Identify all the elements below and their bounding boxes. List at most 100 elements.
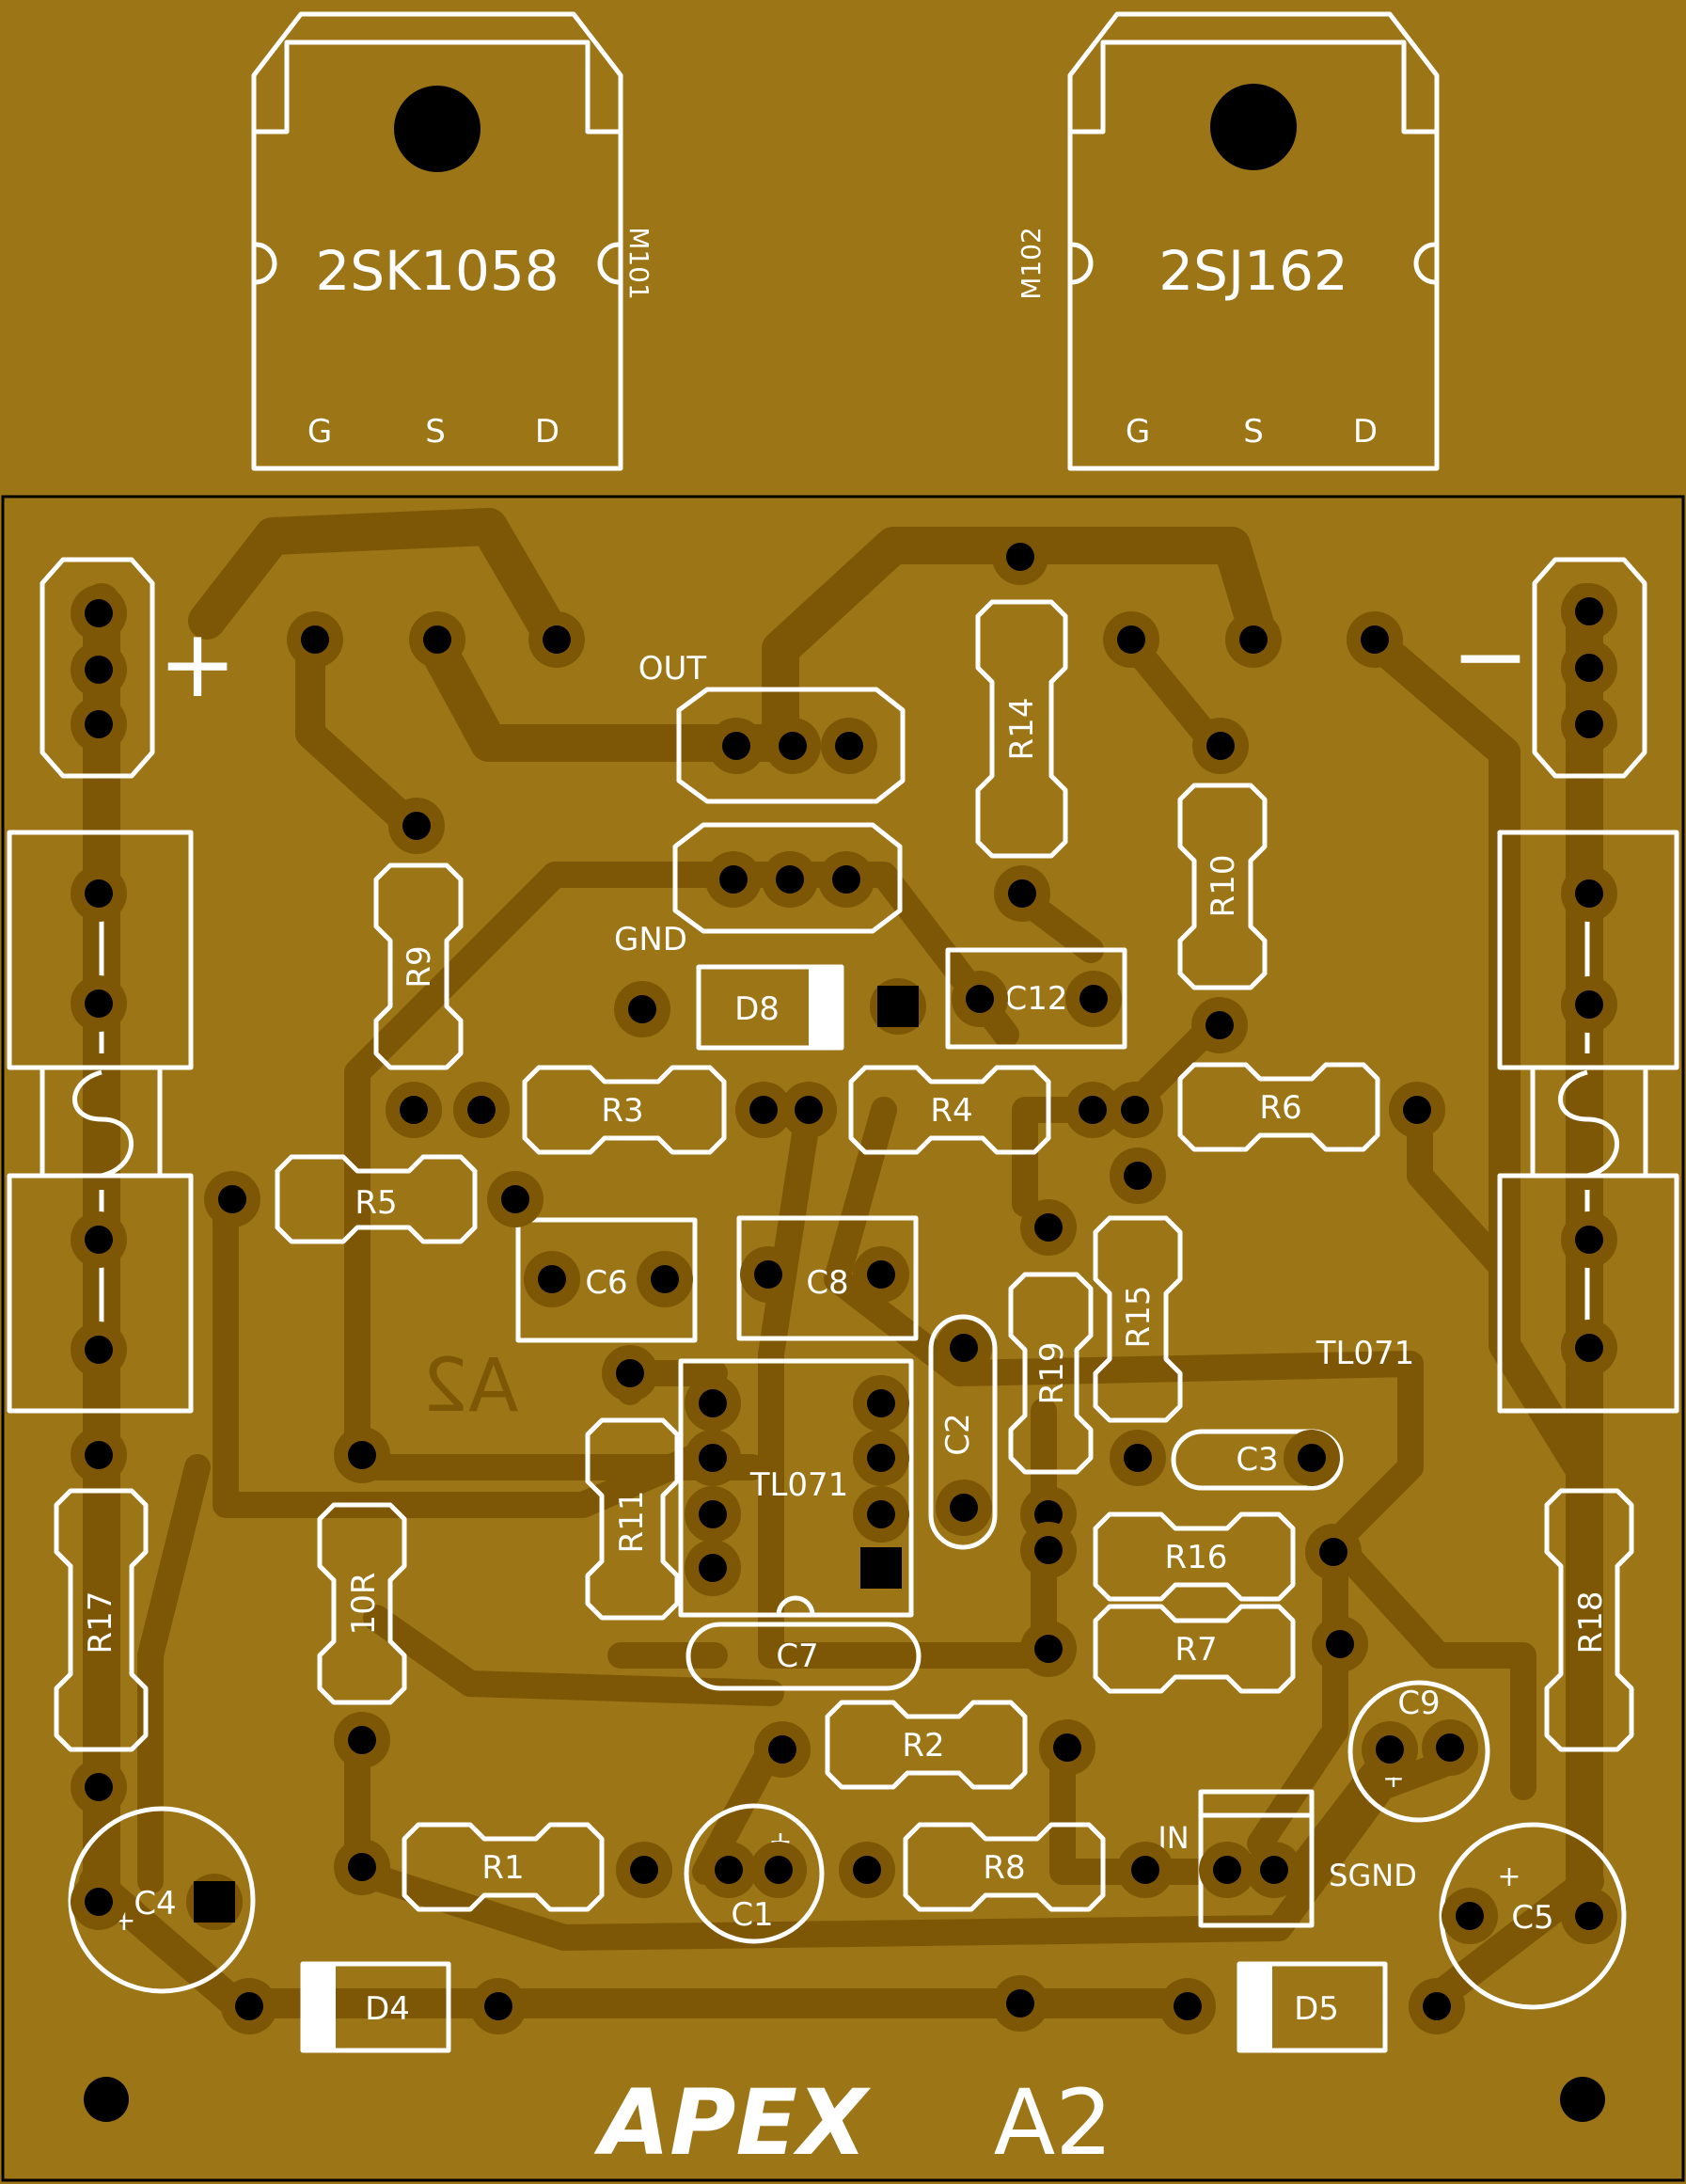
svg-text:R17: R17 — [82, 1591, 119, 1654]
drill-hole — [1206, 732, 1235, 760]
drill-hole — [1006, 1989, 1034, 2018]
resistor-r18: R18 — [1544, 1488, 1634, 1752]
drill-hole — [85, 710, 113, 738]
svg-text:R8: R8 — [983, 1849, 1025, 1887]
transistor-ref-label: M101 — [623, 227, 654, 300]
drill-hole — [719, 865, 748, 894]
pin-label-s: S — [1243, 413, 1264, 451]
drill-hole — [867, 1444, 895, 1472]
drill-hole — [543, 625, 571, 654]
brand-label: APEX — [593, 2070, 871, 2176]
resistor-r7: R7 — [1093, 1604, 1296, 1694]
pin-label-s: S — [425, 413, 446, 451]
corner-mounting-hole — [84, 2077, 129, 2122]
drill-hole — [1124, 1444, 1152, 1472]
drill-hole — [1575, 654, 1603, 682]
gnd-label: GND — [614, 921, 687, 958]
drill-hole — [1361, 625, 1389, 654]
svg-text:TL071: TL071 — [749, 1466, 849, 1504]
svg-text:R1: R1 — [481, 1849, 524, 1887]
drill-hole — [402, 812, 431, 840]
drill-hole — [85, 879, 113, 908]
diode-d8: D8 — [696, 964, 844, 1051]
gnd-connector: GND — [614, 822, 903, 958]
mirrored-board-label: A2 — [422, 1344, 519, 1429]
drill-hole — [1174, 1992, 1202, 2020]
drill-hole — [853, 1856, 881, 1884]
resistor-r15: R15 — [1093, 1215, 1183, 1423]
svg-text:10R: 10R — [345, 1573, 383, 1636]
ic-side-label: TL071 — [1316, 1335, 1415, 1372]
svg-text:C9: C9 — [1397, 1685, 1440, 1722]
drill-hole — [795, 1096, 823, 1124]
drill-hole — [1034, 1635, 1063, 1663]
drill-hole — [966, 985, 994, 1013]
pin-label-g: G — [307, 413, 332, 451]
svg-text:R11: R11 — [613, 1491, 651, 1554]
drill-hole — [1117, 625, 1145, 654]
transistor-part-label: 2SJ162 — [1158, 239, 1348, 303]
svg-text:D5: D5 — [1294, 1990, 1339, 2028]
capacitor-c8: C8 — [736, 1215, 919, 1341]
svg-text:D4: D4 — [365, 1990, 410, 2028]
drill-hole — [484, 1992, 512, 2020]
drill-hole — [85, 1441, 113, 1469]
pin-label-g: G — [1126, 413, 1150, 451]
capacitor-c7: C7 — [685, 1622, 922, 1691]
mounting-hole — [394, 86, 481, 172]
ic-tl071: TL071 — [678, 1358, 914, 1618]
drill-hole — [1376, 1735, 1404, 1764]
resistor-r8: R8 — [903, 1822, 1106, 1912]
drill-hole — [749, 1096, 778, 1124]
drill-hole — [1034, 1536, 1063, 1564]
resistor-r9: R9 — [373, 863, 464, 1070]
svg-text:C8: C8 — [806, 1264, 848, 1302]
resistor-r19: R19 — [1008, 1272, 1094, 1475]
drill-hole — [1326, 1630, 1354, 1658]
drill-hole — [867, 1260, 895, 1289]
drill-hole — [85, 1336, 113, 1364]
drill-hole — [1456, 1902, 1484, 1930]
diode-d4: D4 — [300, 1961, 451, 2053]
square-pad — [877, 986, 919, 1027]
board-outline — [1, 495, 1685, 2182]
svg-text:C1: C1 — [731, 1896, 773, 1934]
drill-hole — [1006, 543, 1034, 571]
resistor-r3: R3 — [522, 1065, 727, 1155]
svg-text:C12: C12 — [1004, 980, 1067, 1018]
svg-text:R7: R7 — [1174, 1631, 1217, 1669]
drill-hole — [235, 1992, 263, 2020]
svg-text:R19: R19 — [1033, 1342, 1071, 1405]
resistor-r17: R17 — [54, 1488, 149, 1752]
resistor-r5: R5 — [275, 1154, 478, 1244]
drill-hole — [1034, 1500, 1063, 1528]
diode-d5: D5 — [1237, 1961, 1388, 2053]
transistor-m101: 2SK1058 M101 G S D — [251, 11, 654, 471]
resistor-r4: R4 — [848, 1065, 1051, 1155]
square-pad — [860, 1547, 902, 1589]
drill-hole — [1213, 1856, 1241, 1884]
pin-label-d: D — [535, 413, 559, 451]
drill-hole — [1575, 879, 1603, 908]
capacitor-c2: C2 — [928, 1314, 998, 1550]
drill-hole — [400, 1096, 428, 1124]
pads — [71, 529, 1617, 2034]
drill-hole — [348, 1726, 376, 1754]
drill-hole — [1053, 1733, 1081, 1762]
svg-text:R5: R5 — [355, 1184, 397, 1222]
svg-text:C7: C7 — [776, 1638, 818, 1675]
drill-hole — [628, 995, 656, 1023]
drill-hole — [538, 1265, 566, 1293]
drill-hole — [467, 1096, 496, 1124]
transistor-ref-label: M102 — [1016, 227, 1047, 300]
drill-hole — [1121, 1096, 1149, 1124]
resistor-r2: R2 — [825, 1700, 1028, 1790]
ic-in-connector: IN SGND — [1158, 1789, 1417, 1928]
resistor-r16: R16 — [1093, 1511, 1296, 1602]
capacitor-c3: C3 — [1171, 1429, 1344, 1491]
mounting-hole — [1210, 84, 1297, 170]
drill-hole — [768, 1735, 796, 1764]
transistor-m102: 2SJ162 M102 G S D — [1016, 11, 1440, 471]
drill-hole — [616, 1359, 644, 1387]
